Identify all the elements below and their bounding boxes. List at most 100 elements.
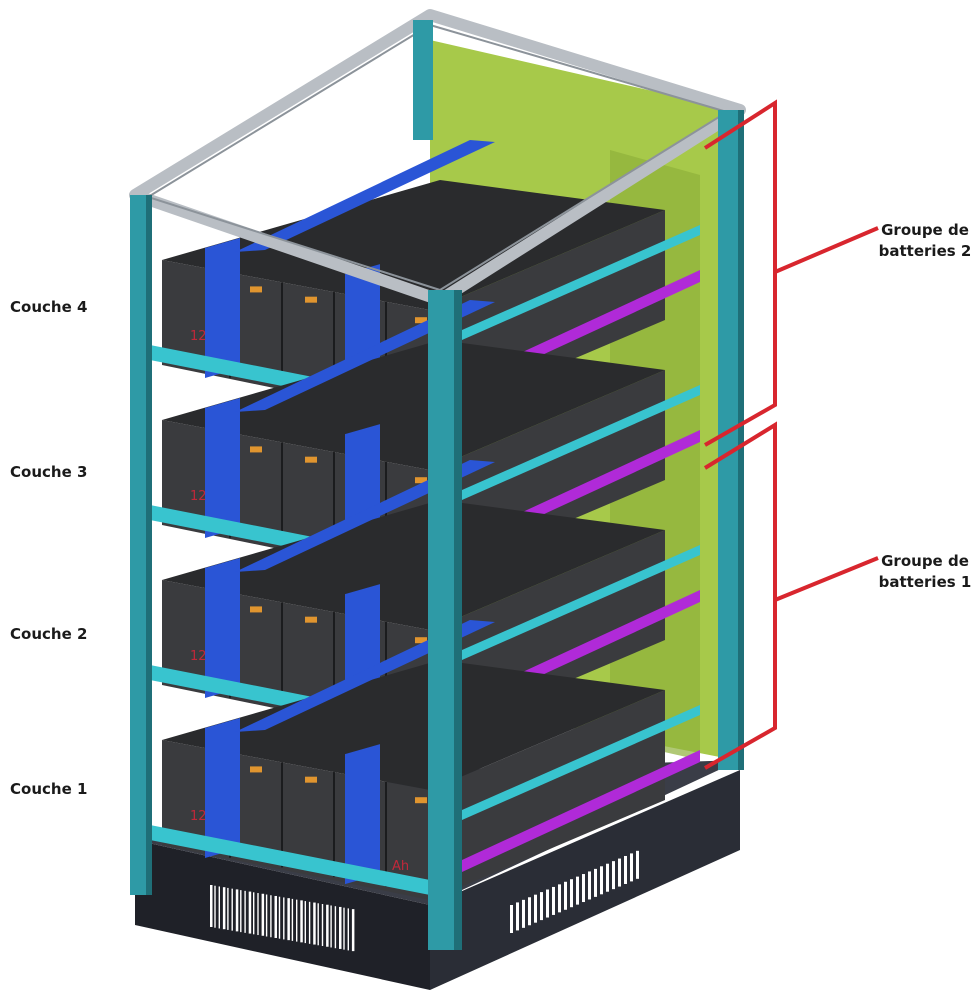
battery-terminal (250, 606, 262, 613)
barcode-bar (510, 905, 513, 933)
group-label-1-line1: Groupe de (881, 552, 969, 570)
battery-terminal (415, 797, 427, 804)
group-label-2-line1: Groupe de (881, 221, 969, 239)
barcode-bar (283, 897, 285, 940)
barcode-bar (300, 900, 303, 943)
barcode-bar (313, 902, 316, 945)
battery-terminal (305, 616, 317, 623)
battery-strap-front-1 (205, 238, 240, 379)
battery-terminal (415, 477, 427, 484)
base-barcode-front (210, 885, 355, 952)
battery-capacity-mark: 12 (190, 329, 207, 344)
group-2-bracket (703, 99, 777, 447)
barcode-bar (624, 855, 627, 884)
group-label-1: Groupe de batteries 1 (870, 551, 979, 593)
barcode-bar (304, 901, 306, 944)
barcode-bar (534, 894, 537, 923)
layer-label-2: Couche 2 (10, 625, 88, 643)
barcode-bar (326, 904, 329, 947)
group-label-1-line2: batteries 1 (878, 573, 972, 591)
barcode-bar (278, 896, 281, 939)
barcode-bar (334, 906, 337, 949)
barcode-bar (222, 887, 226, 930)
battery-terminal (250, 446, 262, 453)
barcode-bar (618, 858, 621, 887)
barcode-bar (339, 906, 342, 949)
post-front-left-shade (146, 195, 152, 895)
barcode-bar (308, 901, 311, 944)
battery-capacity-mark: 12 (190, 809, 207, 824)
group-label-2-line2: batteries 2 (878, 242, 972, 260)
barcode-bar (522, 899, 525, 928)
battery-terminal (415, 637, 427, 644)
layer-label-3: Couche 3 (10, 463, 88, 481)
battery-terminal (250, 766, 262, 773)
barcode-bar (261, 893, 265, 936)
barcode-bar (600, 866, 603, 895)
battery-block-top (162, 660, 665, 790)
base-front (135, 840, 430, 990)
group-1-leader (774, 556, 879, 602)
barcode-bar (570, 879, 573, 908)
barcode-bar (606, 863, 609, 892)
barcode-bar (270, 895, 272, 938)
battery-block-side (430, 690, 665, 900)
barcode-bar (296, 899, 298, 942)
barcode-bar (257, 893, 259, 936)
shelf-rail-side-cyan (462, 545, 700, 660)
battery-terminal (305, 456, 317, 463)
battery-strap-front-1 (205, 398, 240, 539)
barcode-bar (253, 892, 255, 935)
barcode-bar (630, 853, 633, 882)
barcode-bar (540, 892, 543, 921)
battery-capacity-mark: 12 (190, 489, 207, 504)
battery-block-top (162, 340, 665, 470)
battery-capacity-mark: 12 (190, 649, 207, 664)
barcode-bar (330, 905, 332, 948)
barcode-bar (240, 890, 242, 933)
battery-tiers: 12Ah12Ah12Ah12Ah (150, 140, 700, 900)
barcode-bar (564, 881, 567, 910)
battery-block-top (162, 500, 665, 630)
barcode-bar (235, 889, 239, 932)
battery-strap-front-2 (345, 744, 380, 885)
base-barcode-side (510, 850, 639, 933)
barcode-bar (516, 902, 519, 931)
group-1-bracket (703, 421, 777, 770)
battery-strap-top (235, 140, 495, 252)
barcode-bar (265, 894, 268, 937)
group-label-2: Groupe de batteries 2 (870, 220, 979, 262)
battery-terminal (250, 286, 262, 293)
shelf-rail-side-cyan (462, 705, 700, 820)
post-back-right-shade (738, 110, 744, 770)
barcode-bar (227, 887, 229, 930)
barcode-bar (317, 903, 319, 946)
barcode-bar (582, 874, 585, 903)
barcode-bar (321, 904, 324, 947)
layer-label-1: Couche 1 (10, 780, 88, 798)
barcode-bar (636, 850, 639, 879)
barcode-bar (528, 897, 531, 926)
shelf-rail-side-cyan (462, 385, 700, 500)
battery-terminal (305, 776, 317, 783)
barcode-bar (588, 871, 591, 900)
shelf-rail-side-cyan (462, 225, 700, 340)
barcode-bar (576, 876, 579, 905)
barcode-bar (558, 884, 561, 913)
barcode-bar (274, 895, 277, 938)
barcode-bar (291, 898, 294, 941)
barcode-bar (347, 908, 349, 951)
battery-strap-front-1 (205, 558, 240, 699)
barcode-bar (231, 888, 233, 931)
battery-terminal (305, 296, 317, 303)
barcode-bar (287, 898, 290, 941)
battery-block-top (162, 180, 665, 310)
group-2-leader (774, 226, 879, 274)
post-back-left (413, 20, 433, 140)
barcode-bar (244, 890, 246, 933)
barcode-bar (351, 909, 355, 952)
barcode-bar (612, 861, 615, 890)
shelf-rail-side-purple (462, 750, 700, 872)
